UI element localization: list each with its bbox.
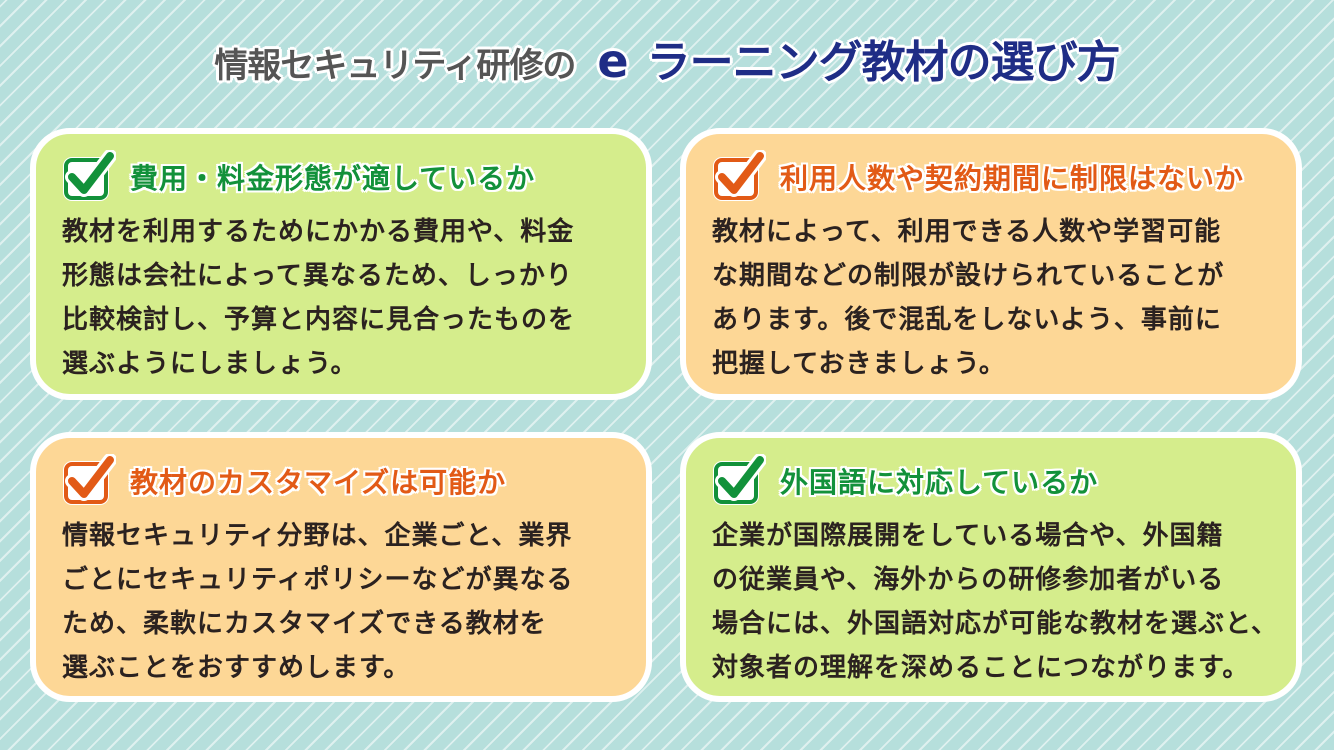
body-line: 選ぶことをおすすめします。 — [62, 653, 411, 683]
checkbox-checked-icon — [712, 454, 766, 508]
card-heading: 費用・料金形態が適しているか — [130, 162, 536, 195]
body-line: ため、柔軟にカスタマイズできる教材を — [62, 609, 547, 639]
page-title: 情報セキュリティ研修の e ラーニング教材の選び方 — [0, 26, 1334, 90]
body-line: 企業が国際展開をしている場合や、外国籍 — [712, 521, 1224, 551]
card-body: 企業が国際展開をしている場合や、外国籍 の従業員や、海外からの研修参加者がいる … — [712, 514, 1292, 690]
card-usage-limits: 利用人数や契約期間に制限はないか 教材によって、利用できる人数や学習可能 な期間… — [680, 128, 1302, 400]
title-part-2: ラーニング教材の選び方 — [646, 37, 1121, 88]
card-heading: 教材のカスタマイズは可能か — [130, 466, 507, 499]
card-header: 費用・料金形態が適しているか — [62, 150, 535, 204]
card-heading: 利用人数や契約期間に制限はないか — [780, 162, 1245, 195]
body-line: 対象者の理解を深めることにつながります。 — [712, 653, 1250, 683]
body-line: の従業員や、海外からの研修参加者がいる — [712, 565, 1225, 595]
card-header: 教材のカスタマイズは可能か — [62, 454, 506, 508]
body-line: 形態は会社によって異なるため、しっかり — [62, 261, 573, 291]
card-customization: 教材のカスタマイズは可能か 情報セキュリティ分野は、企業ごと、業界 ごとにセキュ… — [30, 432, 652, 702]
body-line: 比較検討し、予算と内容に見合ったものを — [62, 305, 576, 335]
checkbox-checked-icon — [62, 150, 116, 204]
body-line: 教材を利用するためにかかる費用や、料金 — [62, 217, 575, 247]
card-heading: 外国語に対応しているか — [780, 466, 1099, 499]
card-foreign-language: 外国語に対応しているか 企業が国際展開をしている場合や、外国籍 の従業員や、海外… — [680, 432, 1302, 702]
card-header: 外国語に対応しているか — [712, 454, 1098, 508]
card-body: 教材を利用するためにかかる費用や、料金 形態は会社によって異なるため、しっかり … — [62, 210, 642, 386]
body-line: な期間などの制限が設けられていることが — [712, 261, 1225, 291]
body-line: 選ぶようにしましょう。 — [62, 349, 358, 379]
body-line: 場合には、外国語対応が可能な教材を選ぶと、 — [712, 609, 1278, 639]
checkbox-checked-icon — [62, 454, 116, 508]
body-line: 情報セキュリティ分野は、企業ごと、業界 — [62, 521, 573, 551]
body-line: あります。後で混乱をしないよう、事前に — [712, 305, 1222, 335]
title-e-letter: e — [597, 34, 629, 88]
checkbox-checked-icon — [712, 150, 766, 204]
body-line: 把握しておきましょう。 — [712, 349, 1006, 379]
body-line: 教材によって、利用できる人数や学習可能 — [712, 217, 1222, 247]
card-header: 利用人数や契約期間に制限はないか — [712, 150, 1244, 204]
card-body: 情報セキュリティ分野は、企業ごと、業界 ごとにセキュリティポリシーなどが異なる … — [62, 514, 642, 690]
card-cost: 費用・料金形態が適しているか 教材を利用するためにかかる費用や、料金 形態は会社… — [30, 128, 652, 400]
card-body: 教材によって、利用できる人数や学習可能 な期間などの制限が設けられていることが … — [712, 210, 1292, 386]
body-line: ごとにセキュリティポリシーなどが異なる — [62, 565, 574, 595]
title-part-1: 情報セキュリティ研修の — [214, 46, 576, 86]
